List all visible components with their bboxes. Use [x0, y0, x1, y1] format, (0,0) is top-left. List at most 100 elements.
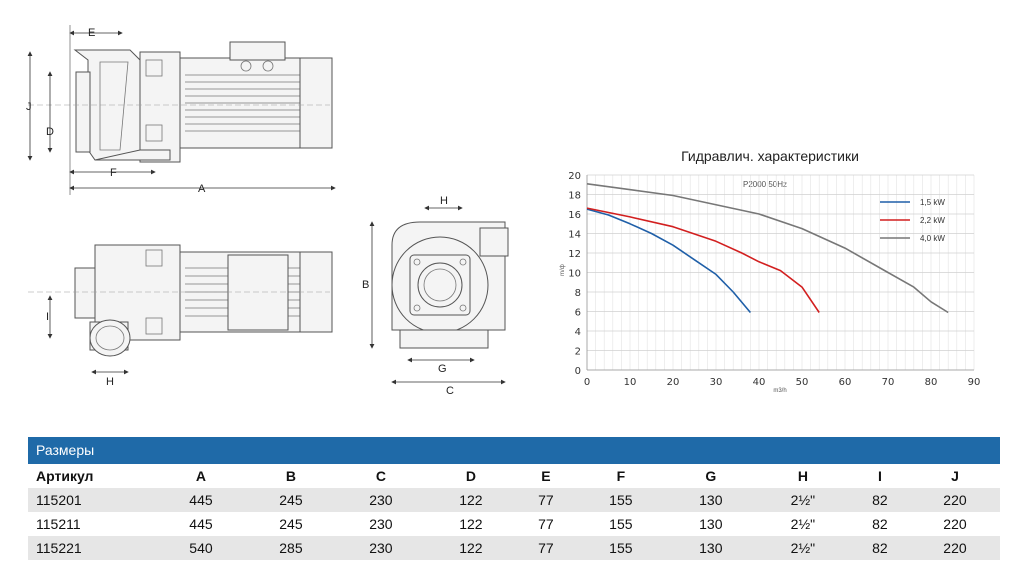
table-cell: 220	[909, 536, 1000, 560]
chart-grid	[586, 174, 975, 371]
chart-series	[586, 183, 949, 314]
table-cell: 122	[459, 516, 483, 532]
chart-x-tick-label: 70	[882, 377, 895, 388]
table-cell: 130	[699, 516, 723, 532]
table-cell: 115211	[36, 516, 81, 532]
table-title: Размеры	[28, 437, 1000, 464]
chart-legend: 1,5 kW 2,2 kW 4,0 kW	[880, 198, 945, 243]
table-cell: 155	[575, 488, 666, 512]
dim-label-i: I	[46, 311, 49, 323]
table-cell: 285	[245, 536, 336, 560]
chart-y-tick-label: 4	[575, 327, 581, 338]
table-header-cell: G	[705, 468, 717, 484]
table-cell: 82	[849, 536, 910, 560]
dim-label-c: C	[446, 385, 454, 397]
table-header-cell: E	[541, 468, 551, 484]
table-header-cell: F	[616, 468, 626, 484]
table-cell: 82	[872, 516, 888, 532]
table-header-cell: H	[797, 468, 808, 484]
table-header-cell: B	[285, 468, 297, 484]
table-cell: 77	[515, 488, 576, 512]
table-cell: 115201	[28, 488, 156, 512]
table-cell: 230	[369, 516, 393, 532]
table-cell: 130	[665, 536, 756, 560]
chart-series-line	[586, 208, 752, 314]
chart-x-tick-label: 90	[968, 377, 981, 388]
table-header-cell: I	[877, 468, 882, 484]
chart-series-line	[586, 207, 820, 313]
hydraulic-chart: Гидравлич. характеристики P2000 50Hz m/ф…	[560, 148, 980, 394]
table-cell: 155	[609, 516, 633, 532]
dim-label-e: E	[88, 27, 95, 39]
table-cell: 220	[909, 488, 1000, 512]
chart-x-tick-label: 80	[925, 377, 938, 388]
chart-y-tick-label: 2	[575, 347, 581, 358]
table-header-cell: A	[195, 468, 207, 484]
chart-legend-label: 1,5 kW	[920, 198, 945, 207]
table-cell: 245	[279, 516, 303, 532]
dim-label-h-front-view: H	[440, 195, 448, 207]
table-header-cell: Артикул	[36, 468, 94, 484]
table-header-row: Артикул A B C D E F G H I J	[28, 464, 1000, 488]
chart-x-tick-label: 20	[667, 377, 680, 388]
chart-y-tick-label: 16	[568, 210, 581, 221]
table-cell: 245	[245, 488, 336, 512]
chart-x-tick-label: 30	[710, 377, 723, 388]
chart-y-label: m/ф	[560, 264, 566, 276]
table-header-cell: C	[375, 468, 386, 484]
table-cell: 122	[425, 536, 516, 560]
table-cell: 82	[849, 488, 910, 512]
chart-x-label: m3/h	[773, 388, 786, 394]
chart-legend-label: 2,2 kW	[920, 216, 945, 225]
table-header-cell: J	[951, 468, 959, 484]
table-cell: 230	[335, 488, 426, 512]
table-cell: 445	[156, 488, 246, 512]
chart-y-tick-label: 6	[575, 308, 581, 319]
table-cell: 220	[943, 516, 967, 532]
pump-side-view: E J D F A	[26, 25, 336, 195]
table-cell: 230	[335, 536, 426, 560]
table-cell: 77	[515, 536, 576, 560]
chart-y-tick-label: 18	[568, 191, 581, 202]
chart-x-tick-label: 60	[839, 377, 852, 388]
table-cell: 2½"	[755, 488, 850, 512]
table-header-cell: D	[465, 468, 476, 484]
technical-drawings: E J D F A I H	[26, 25, 509, 397]
table-cell: 540	[156, 536, 246, 560]
chart-legend-label: 4,0 kW	[920, 234, 945, 243]
chart-y-tick-label: 0	[575, 366, 581, 377]
chart-x-tick-label: 10	[624, 377, 637, 388]
chart-y-tick-label: 12	[568, 249, 581, 260]
table-cell: 2½"	[755, 536, 850, 560]
table-cell: 130	[665, 488, 756, 512]
table-cell: 155	[575, 536, 666, 560]
chart-y-tick-label: 10	[568, 269, 581, 280]
dim-label-b: B	[362, 279, 369, 291]
table-cell: 122	[425, 488, 516, 512]
dim-label-g: G	[438, 363, 447, 375]
chart-title: Гидравлич. характеристики	[681, 148, 859, 164]
dim-label-j: J	[26, 101, 32, 113]
chart-y-tick-label: 14	[568, 230, 581, 241]
dim-label-d: D	[46, 126, 54, 138]
chart-x-tick-label: 0	[584, 377, 590, 388]
chart-y-tick-label: 8	[575, 288, 581, 299]
pump-front-view: H B G C	[362, 195, 509, 397]
table-cell: 77	[538, 516, 554, 532]
chart-subtitle: P2000 50Hz	[743, 180, 787, 189]
chart-y-tick-label: 20	[568, 171, 581, 182]
chart-series-line	[586, 183, 949, 314]
chart-x-tick-label: 40	[753, 377, 766, 388]
dim-label-a: A	[198, 183, 206, 195]
dim-label-f: F	[110, 167, 117, 179]
dim-label-h-top-view: H	[106, 376, 114, 388]
table-cell: 2½"	[790, 516, 816, 532]
table-cell: 115221	[28, 536, 156, 560]
